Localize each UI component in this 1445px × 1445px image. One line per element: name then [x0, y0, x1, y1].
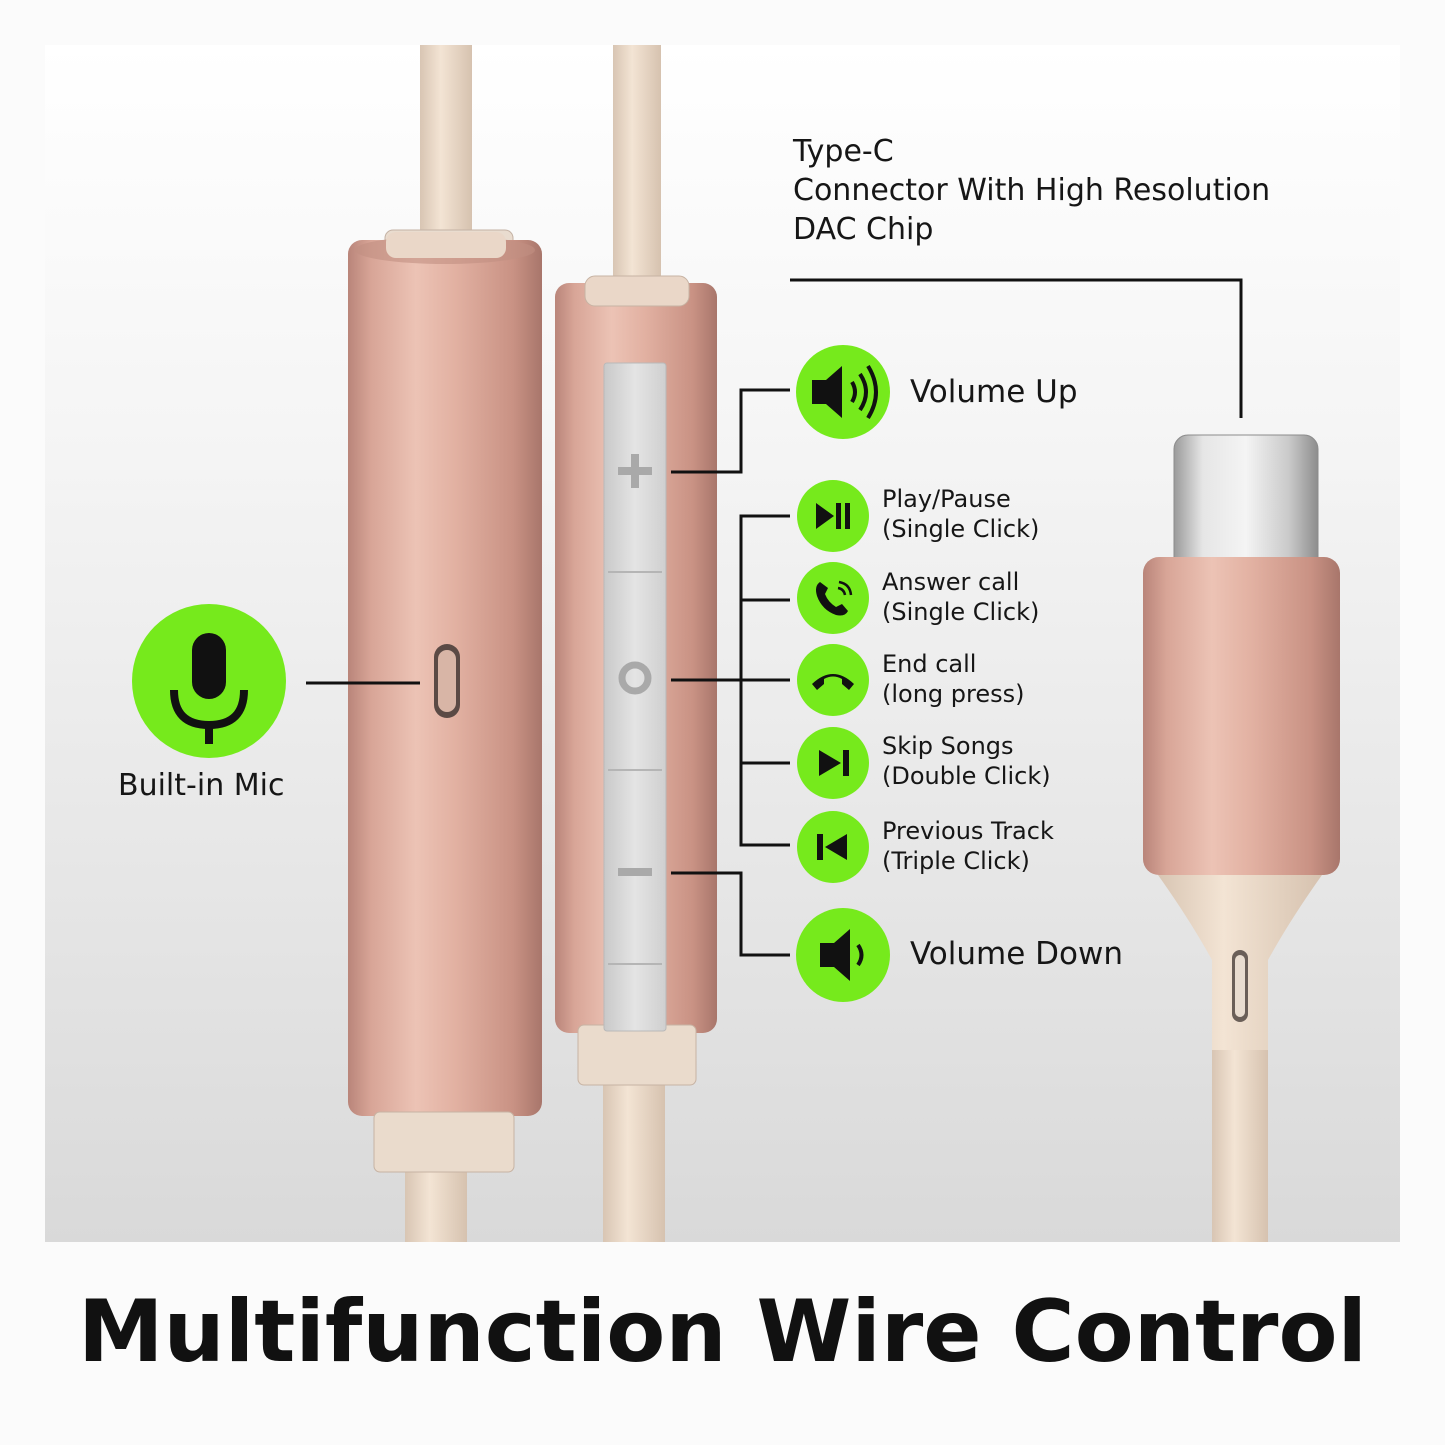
- minus-symbol: [618, 868, 652, 876]
- end-call-label: End call (long press): [882, 650, 1025, 708]
- skip-songs-label: Skip Songs (Double Click): [882, 732, 1051, 790]
- volume-down-label: Volume Down: [910, 936, 1123, 972]
- connector-label: Type-C Connector With High Resolution DA…: [793, 134, 1271, 247]
- product-stage: [45, 45, 1400, 1242]
- speaker-low-icon: [796, 908, 890, 1002]
- skip-forward-icon: [797, 727, 869, 799]
- skip-back-icon: [797, 811, 869, 883]
- cable-bottom-right: [603, 1085, 665, 1242]
- phone-hangup-icon: [797, 644, 869, 716]
- volume-up-label: Volume Up: [910, 374, 1078, 410]
- mic-label: Built-in Mic: [118, 768, 285, 803]
- microphone-icon: [132, 604, 286, 758]
- center-button-symbol: [618, 661, 652, 695]
- cable-top-right: [613, 45, 661, 295]
- play-pause-icon: [797, 480, 869, 552]
- footer-title: Multifunction Wire Control: [77, 1282, 1368, 1382]
- button-panel: [603, 362, 667, 1032]
- phone-ringing-icon: [797, 562, 869, 634]
- cable-top-left: [420, 45, 472, 265]
- callout-lines: [306, 278, 1243, 957]
- typec-housing: [1143, 557, 1340, 875]
- previous-track-label: Previous Track (Triple Click): [882, 817, 1054, 875]
- play-pause-label: Play/Pause (Single Click): [882, 485, 1040, 543]
- cable-bottom-left: [405, 1160, 467, 1242]
- speaker-loud-icon: [796, 345, 890, 439]
- answer-call-label: Answer call (Single Click): [882, 568, 1040, 626]
- cable-bottom-typec: [1212, 1040, 1268, 1242]
- product-illustration: [132, 45, 1340, 1242]
